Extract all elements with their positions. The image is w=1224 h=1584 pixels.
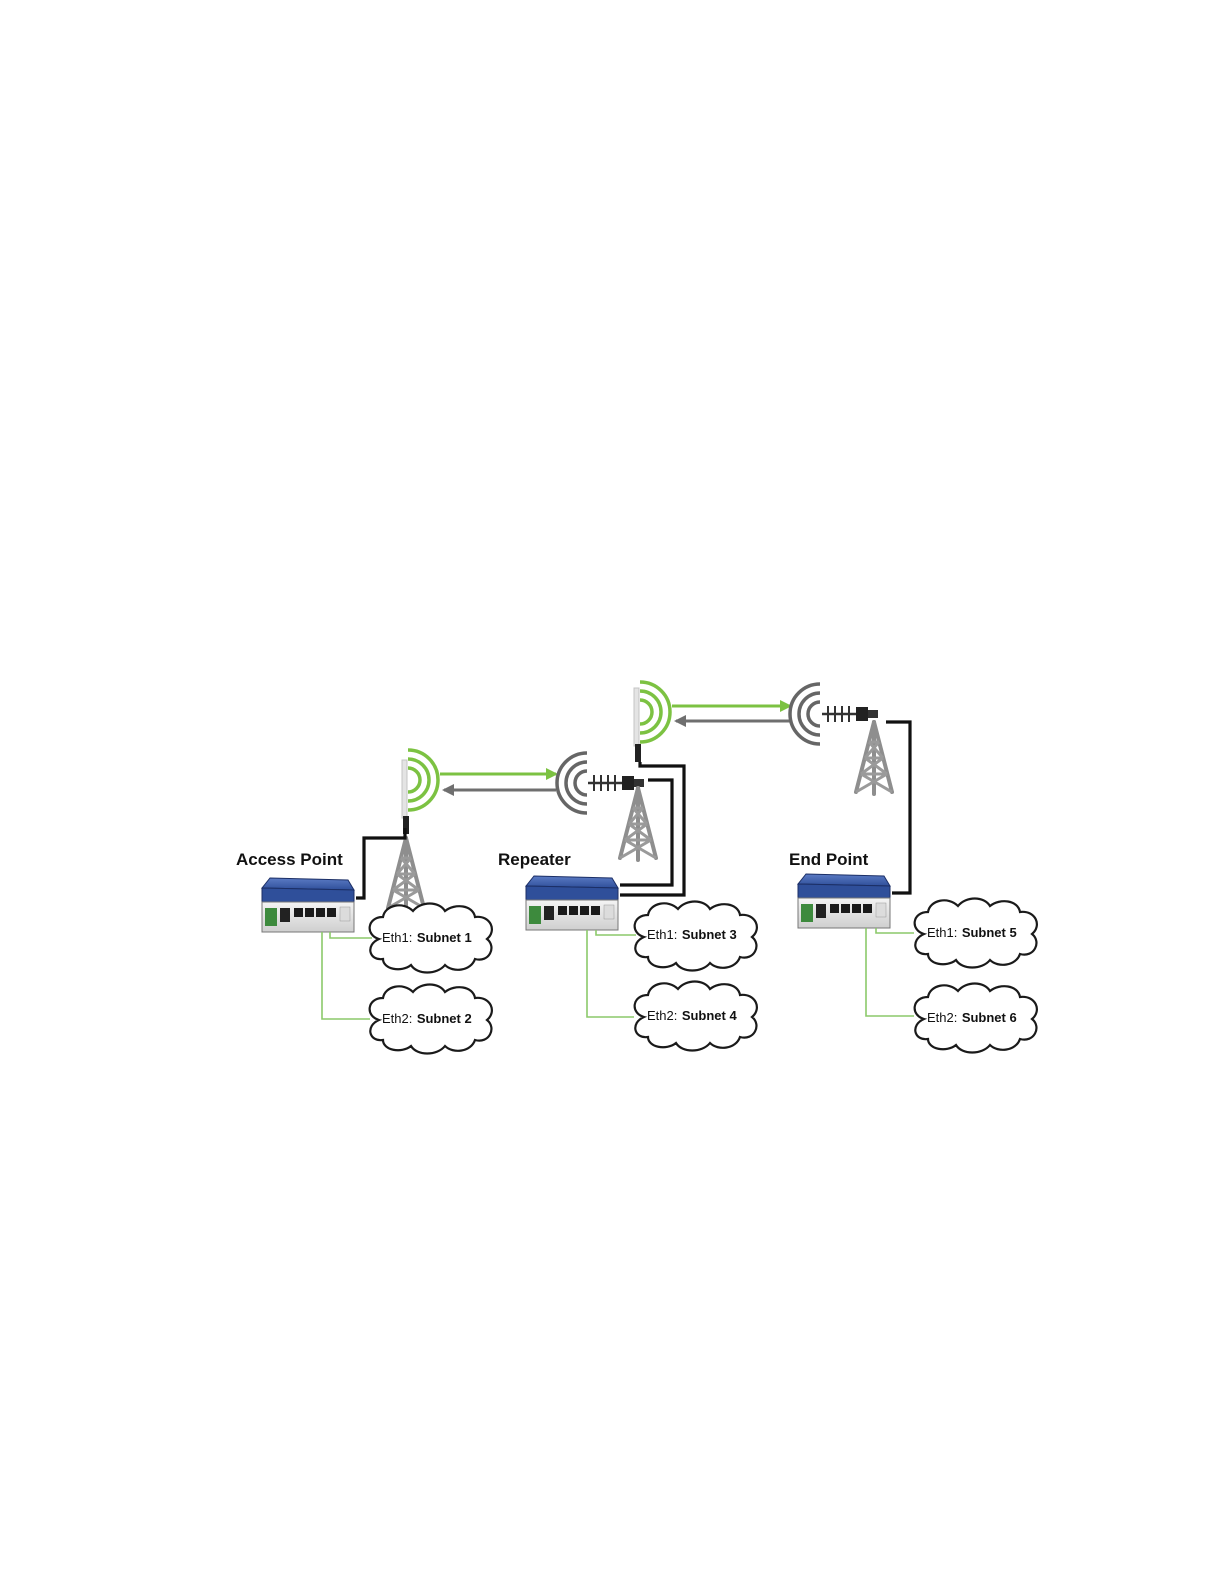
radio-tower-icon	[388, 838, 424, 910]
lan-line-eth1	[876, 928, 914, 933]
gray-signal-arcs-icon	[790, 684, 820, 744]
radio-tower-icon	[856, 722, 892, 794]
svg-text:Eth1: Subnet 1: Eth1: Subnet 1	[382, 929, 472, 946]
cloud-port-label: Eth2:	[382, 1011, 412, 1026]
cloud-subnet-3: Eth1: Subnet 3	[635, 902, 757, 971]
repeater-label: Repeater	[498, 850, 571, 869]
green-signal-arcs-icon	[640, 682, 670, 742]
green-signal-arcs-icon	[408, 750, 438, 810]
cloud-port-label: Eth1:	[647, 927, 677, 942]
svg-text:Eth2: Subnet 4: Eth2: Subnet 4	[647, 1007, 737, 1024]
lan-line-eth2	[587, 930, 634, 1017]
cloud-subnet-2: Eth2: Subnet 2	[370, 985, 492, 1054]
omni-antenna-icon	[634, 688, 641, 762]
svg-text:Eth1: Subnet 5: Eth1: Subnet 5	[927, 924, 1017, 941]
cloud-port-label: Eth2:	[927, 1010, 957, 1025]
omni-antenna-icon	[402, 760, 409, 834]
lan-line-eth2	[322, 932, 370, 1019]
radio-tower-icon	[620, 788, 656, 860]
cloud-subnet-label: Subnet 3	[682, 927, 737, 942]
lan-line-eth1	[596, 930, 636, 935]
yagi-antenna-icon	[822, 706, 878, 722]
svg-text:Eth2: Subnet 2: Eth2: Subnet 2	[382, 1010, 472, 1027]
cloud-subnet-6: Eth2: Subnet 6	[915, 984, 1037, 1053]
cloud-port-label: Eth1:	[382, 930, 412, 945]
cloud-subnet-5: Eth1: Subnet 5	[915, 899, 1037, 968]
gray-signal-arcs-icon	[557, 753, 587, 813]
cloud-subnet-label: Subnet 4	[682, 1008, 738, 1023]
cloud-port-label: Eth2:	[647, 1008, 677, 1023]
wireless-router-icon	[526, 876, 618, 930]
lan-line-eth1	[330, 932, 372, 938]
cloud-subnet-label: Subnet 2	[417, 1011, 472, 1026]
cloud-port-label: Eth1:	[927, 925, 957, 940]
cloud-subnet-4: Eth2: Subnet 4	[635, 982, 757, 1051]
wireless-router-icon	[798, 874, 890, 928]
access-point-label: Access Point	[236, 850, 343, 869]
svg-text:Eth2: Subnet 6: Eth2: Subnet 6	[927, 1009, 1017, 1026]
access-point-group: Access Point	[236, 750, 438, 1019]
yagi-antenna-icon	[588, 775, 644, 791]
cloud-subnet-label: Subnet 6	[962, 1010, 1017, 1025]
cloud-subnet-1: Eth1: Subnet 1	[370, 904, 492, 973]
lan-line-eth2	[866, 928, 914, 1016]
cloud-subnet-label: Subnet 5	[962, 925, 1017, 940]
wireless-router-icon	[262, 878, 354, 932]
svg-text:Eth1: Subnet 3: Eth1: Subnet 3	[647, 926, 737, 943]
cloud-subnet-label: Subnet 1	[417, 930, 472, 945]
end-point-label: End Point	[789, 850, 869, 869]
end-point-group: End Point	[789, 684, 914, 1016]
antenna-cable	[886, 722, 910, 893]
